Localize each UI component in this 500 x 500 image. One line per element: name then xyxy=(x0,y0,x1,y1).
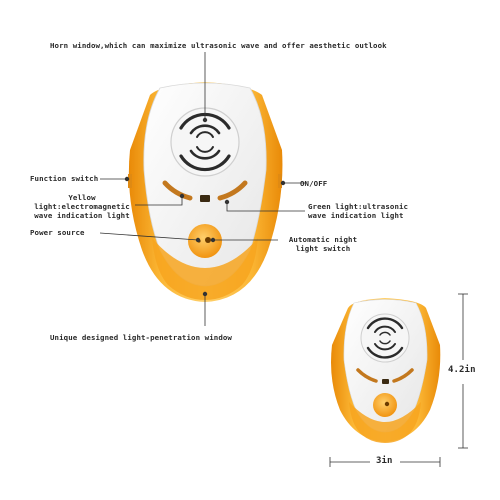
speaker-horn xyxy=(170,107,240,177)
function-switch-label: Function switch xyxy=(30,174,99,183)
green-light-slit xyxy=(217,180,248,201)
power-source-label: Power source xyxy=(30,228,85,237)
function-switch xyxy=(128,174,132,188)
auto-night-label: Automatic night light switch xyxy=(288,235,358,253)
yellow-light-label: Yellow light:electromagnetic wave indica… xyxy=(34,193,130,220)
unique-window-label: Unique designed light-penetration window xyxy=(50,333,232,342)
main-device xyxy=(128,82,283,302)
height-dimension-label: 4.2in xyxy=(448,365,476,375)
width-dimension-label: 3in xyxy=(376,456,393,466)
on-off-label: ON/OFF xyxy=(300,179,328,188)
light-window xyxy=(152,238,258,300)
dimension-lines xyxy=(329,293,468,467)
on-off-switch xyxy=(278,174,282,188)
night-sensor xyxy=(205,237,211,243)
yellow-light-slit xyxy=(162,180,193,201)
power-button xyxy=(188,224,222,258)
callout-lines xyxy=(99,52,306,326)
green-light-label: Green light:ultrasonic wave indication l… xyxy=(308,202,409,220)
center-indicator xyxy=(200,195,210,202)
horn-window-label: Horn window,which can maximize ultrasoni… xyxy=(50,41,387,50)
small-device xyxy=(331,298,441,443)
